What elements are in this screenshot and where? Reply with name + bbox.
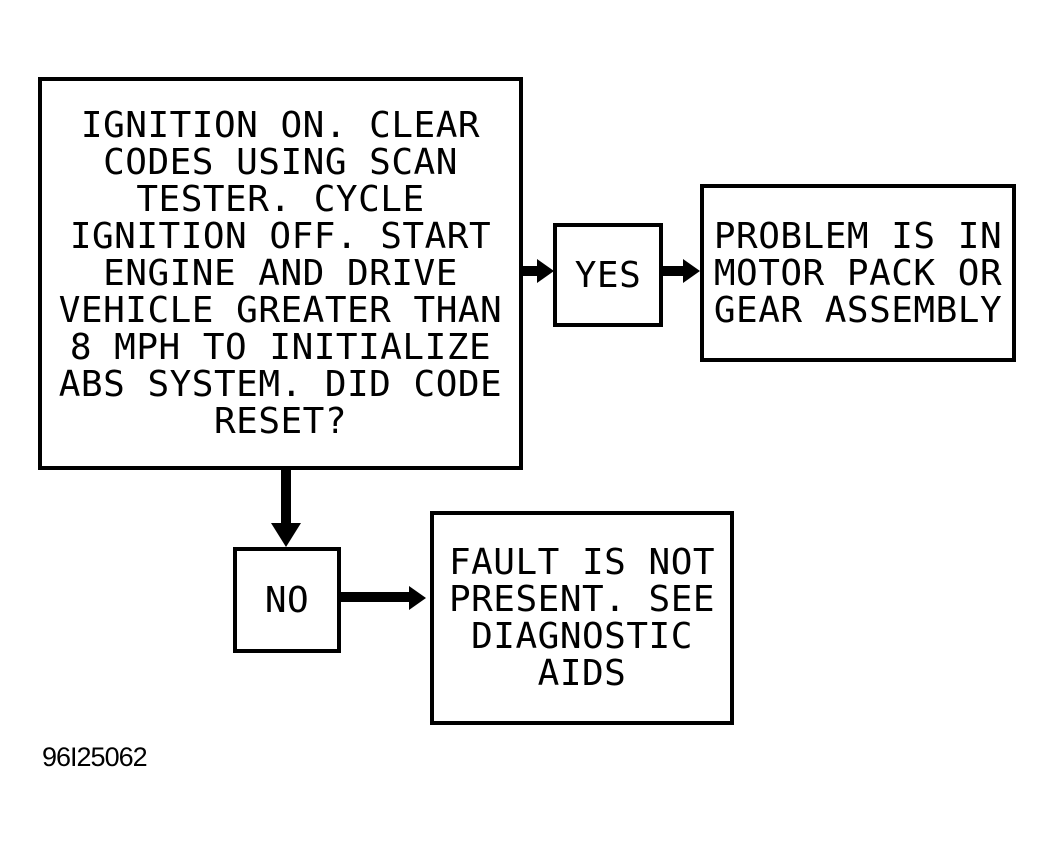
arrow-right-icon: [537, 259, 554, 283]
figure-id-label: 96I25062: [42, 742, 148, 772]
arrow-decision-to-no-stem: [281, 468, 291, 523]
arrow-decision-to-yes-stem: [521, 266, 539, 276]
no-connector-box: NO: [233, 547, 341, 653]
fault-result-text: FAULT IS NOT PRESENT. SEE DIAGNOSTIC AID…: [448, 542, 716, 694]
decision-box: IGNITION ON. CLEAR CODES USING SCAN TEST…: [38, 77, 523, 470]
arrow-right-icon: [683, 259, 700, 283]
arrow-down-icon: [271, 523, 301, 547]
no-label: NO: [264, 579, 310, 621]
fault-result-box: FAULT IS NOT PRESENT. SEE DIAGNOSTIC AID…: [430, 511, 734, 725]
problem-result-text: PROBLEM IS IN MOTOR PACK OR GEAR ASSEMBL…: [713, 215, 1003, 331]
yes-label: YES: [574, 254, 642, 296]
decision-box-text: IGNITION ON. CLEAR CODES USING SCAN TEST…: [58, 105, 503, 442]
problem-result-box: PROBLEM IS IN MOTOR PACK OR GEAR ASSEMBL…: [700, 184, 1016, 362]
arrow-yes-to-problem-stem: [661, 266, 683, 276]
arrow-right-icon: [409, 586, 426, 610]
yes-connector-box: YES: [553, 223, 663, 327]
arrow-no-to-fault-stem: [339, 592, 409, 602]
